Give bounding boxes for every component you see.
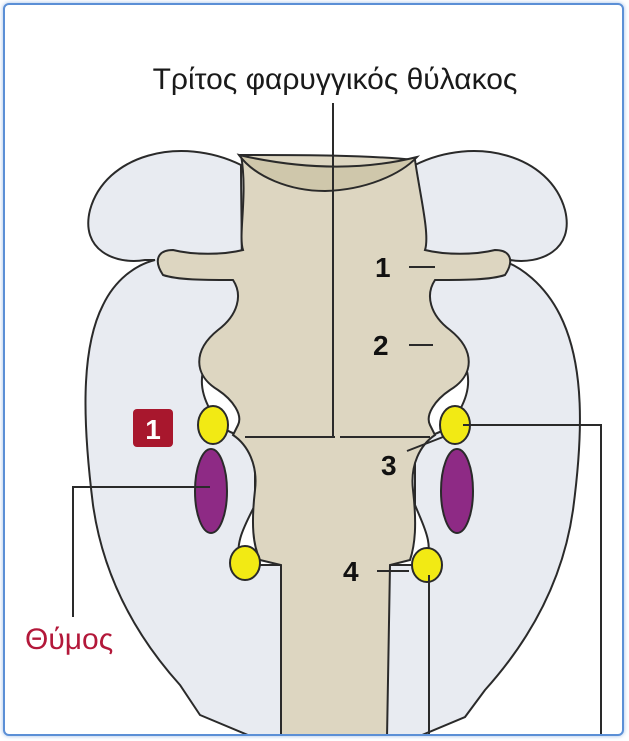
pouch-label-1: 1 <box>375 252 391 283</box>
right-lower-gland <box>412 548 442 582</box>
left-thymus <box>195 449 227 533</box>
pharyngeal-pouches-diagram: Τρίτος φαρυγγικός θύλακος 1 2 3 4 1 Θύμο… <box>5 5 624 736</box>
pouch-label-3: 3 <box>381 450 397 481</box>
left-lower-gland <box>230 546 260 580</box>
badge-number: 1 <box>145 414 161 445</box>
left-upper-gland <box>198 406 228 444</box>
pouch-label-4: 4 <box>343 556 359 587</box>
diagram-title: Τρίτος φαρυγγικός θύλακος <box>153 63 518 96</box>
right-thymus <box>441 449 473 533</box>
diagram-frame: Τρίτος φαρυγγικός θύλακος 1 2 3 4 1 Θύμο… <box>3 3 624 736</box>
pouch-label-2: 2 <box>373 330 389 361</box>
thymus-label: Θύμος <box>25 623 113 656</box>
